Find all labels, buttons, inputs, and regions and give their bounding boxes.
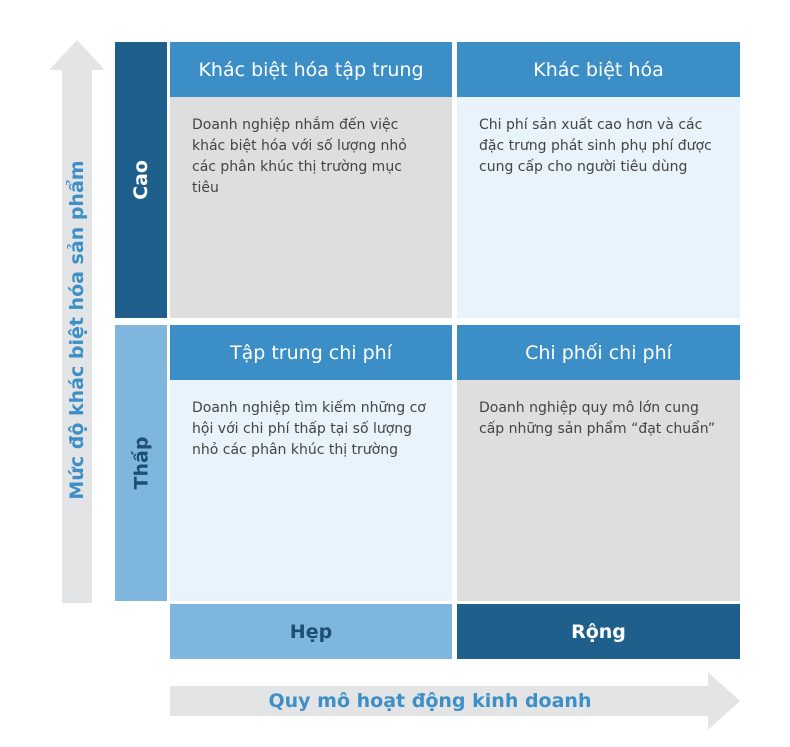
x-axis-arrow-shaft	[170, 686, 710, 716]
quadrant-top-left-text: Doanh nghiệp nhắm đến việc khác biệt hóa…	[170, 97, 452, 318]
quadrant-bottom-left-text: Doanh nghiệp tìm kiếm những cơ hội với c…	[170, 380, 452, 601]
column-label-narrow: Hẹp	[170, 604, 452, 659]
quadrant-bottom-right-title: Chi phối chi phí	[457, 325, 740, 380]
y-axis-arrow-shaft	[62, 68, 92, 603]
y-axis-arrow-head	[49, 40, 105, 70]
column-label-broad: Rộng	[457, 604, 740, 659]
quadrant-bottom-left-title: Tập trung chi phí	[170, 325, 452, 380]
quadrant-bottom-right-text: Doanh nghiệp quy mô lớn cung cấp những s…	[457, 380, 740, 601]
row-label-low-text: Thấp	[130, 436, 153, 490]
quadrant-top-left-title: Khác biệt hóa tập trung	[170, 42, 452, 97]
x-axis-arrow-head	[708, 672, 740, 730]
y-axis-label: Mức độ khác biệt hóa sản phẩm	[66, 160, 88, 500]
x-axis-label: Quy mô hoạt động kinh doanh	[268, 690, 592, 712]
row-label-high-text: Cao	[129, 160, 152, 200]
quadrant-top-right-title: Khác biệt hóa	[457, 42, 740, 97]
quadrant-top-right-text: Chi phí sản xuất cao hơn và các đặc trưn…	[457, 97, 740, 318]
row-label-high: Cao	[115, 42, 167, 318]
row-label-low: Thấp	[115, 325, 167, 601]
